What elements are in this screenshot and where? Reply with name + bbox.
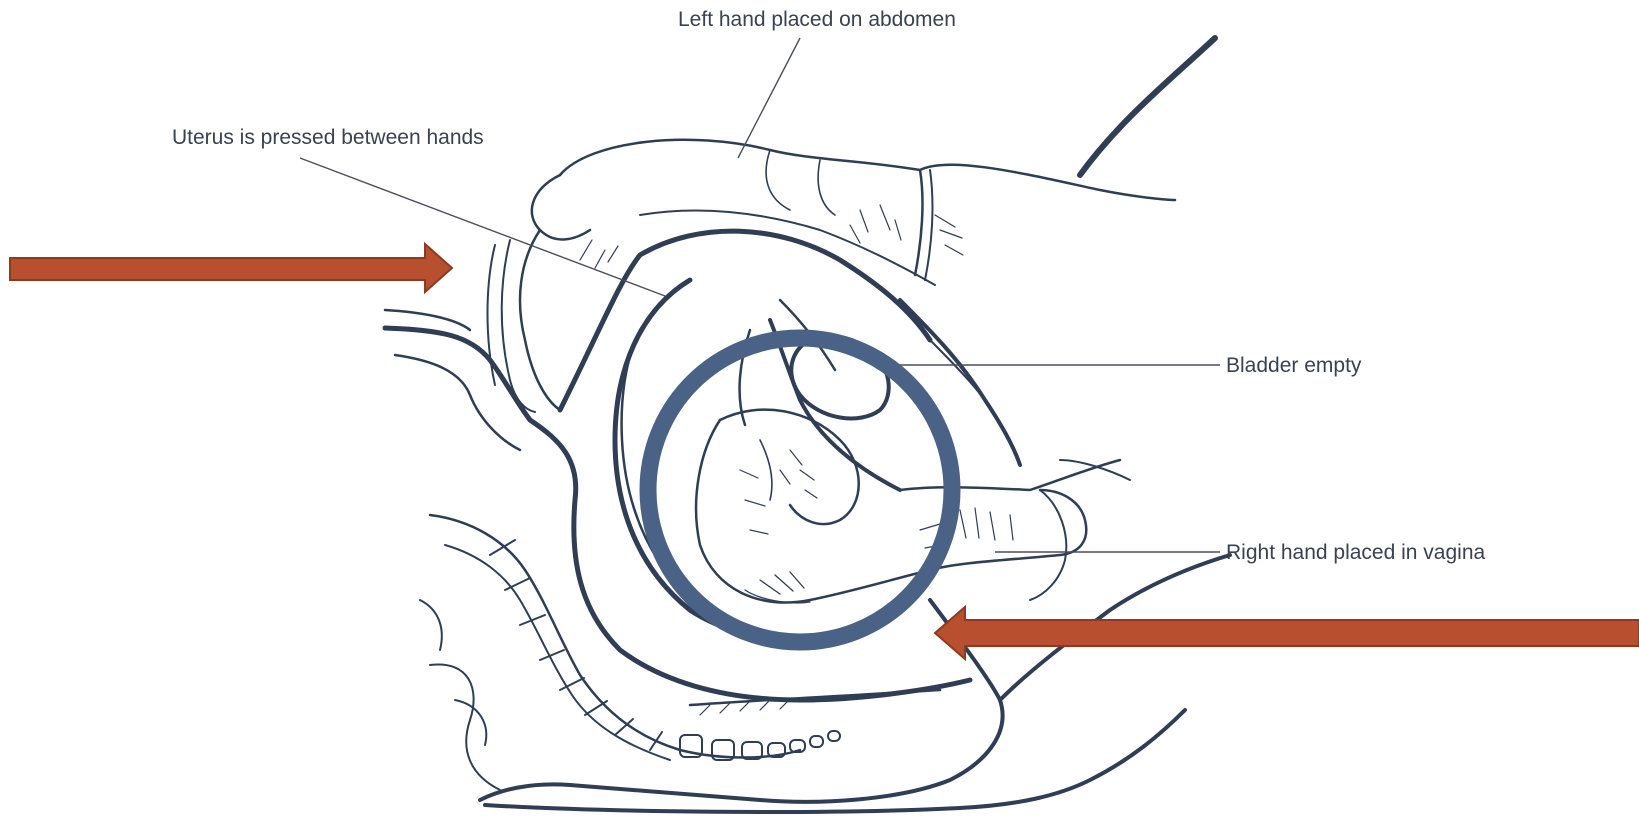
label-right-hand: Right hand placed in vagina	[1226, 541, 1485, 565]
uterus-outer-contour	[560, 231, 930, 410]
back-contour	[395, 355, 520, 450]
arrow-left-pointing	[935, 607, 1639, 659]
label-bladder: Bladder empty	[1226, 354, 1361, 378]
left-hand	[488, 140, 1176, 412]
uterus-posterior-contour	[385, 328, 970, 700]
abdominal-wall-line	[1080, 38, 1215, 175]
arrow-right-pointing	[10, 244, 452, 292]
leader-left-hand	[738, 38, 800, 158]
right-hand	[696, 410, 1130, 603]
label-uterus: Uterus is pressed between hands	[172, 126, 484, 150]
label-left-hand: Left hand placed on abdomen	[678, 8, 956, 32]
